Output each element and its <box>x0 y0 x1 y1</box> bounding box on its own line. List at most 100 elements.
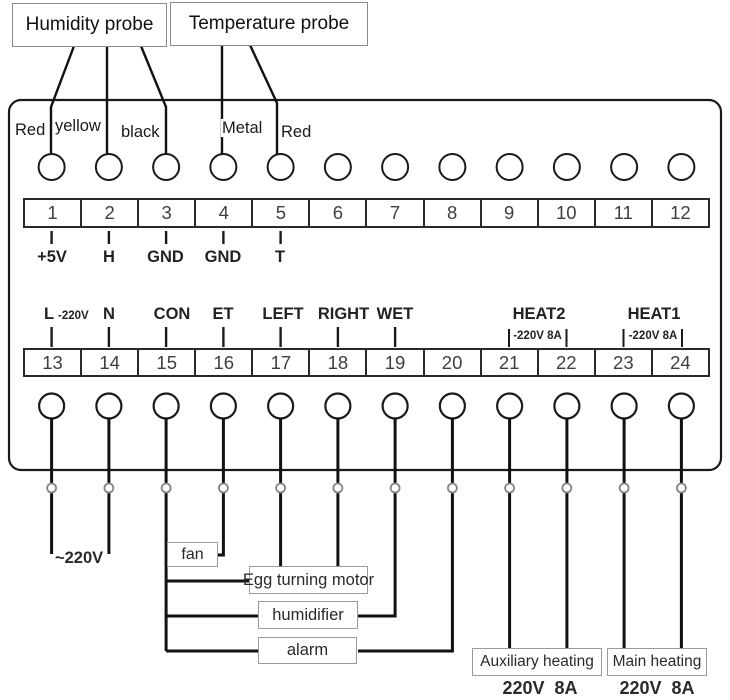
terminal-screw-14 <box>95 392 123 420</box>
terminal-cell-16: 16 <box>194 350 251 375</box>
terminal-screw-23 <box>610 392 638 420</box>
terminal-circles-bottom <box>38 392 695 420</box>
terminal-cell-6: 6 <box>308 200 365 226</box>
terminal-screw-8 <box>438 153 467 181</box>
terminal-screw-7 <box>381 153 410 181</box>
wire-label-black: black <box>120 123 161 142</box>
auxiliary-heating-label: Auxiliary heating <box>480 653 594 670</box>
pin-label-heat2: HEAT2 <box>512 305 566 323</box>
temperature-probe-label: Temperature probe <box>188 13 350 34</box>
terminal-screw-15 <box>152 392 180 420</box>
heat-rating-bars <box>508 329 683 347</box>
terminal-cell-5: 5 <box>251 200 308 226</box>
terminal-screw-4 <box>209 153 238 181</box>
pin-label-t: T <box>274 248 286 266</box>
terminal-screw-10 <box>552 153 581 181</box>
terminal-cell-11: 11 <box>593 200 651 226</box>
humidity-wire-red <box>49 45 76 155</box>
terminal-cell-1: 1 <box>47 202 58 223</box>
terminal-screw-3 <box>152 153 181 181</box>
pin-ticks-top <box>50 231 282 244</box>
terminal-cell-13: 13 <box>42 351 63 373</box>
connector-dot-24 <box>675 482 687 494</box>
pin-label-n: N <box>103 305 115 323</box>
humidifier-box: humidifier <box>258 601 358 629</box>
terminal-screw-12 <box>667 153 696 181</box>
terminal-screw-5 <box>266 153 295 181</box>
humidity-probe-box: Humidity probe <box>12 3 167 47</box>
connector-dot-23 <box>618 482 630 494</box>
pin-label-wet: WET <box>376 305 414 323</box>
connector-dot-18 <box>332 482 344 494</box>
connector-dot-17 <box>275 482 287 494</box>
auxiliary-heating-box: Auxiliary heating <box>472 648 602 676</box>
wire-label-metal: Metal <box>221 119 264 138</box>
wire-20-alarm <box>358 418 454 653</box>
terminal-screw-6 <box>323 153 352 181</box>
terminal-cell-9: 9 <box>479 200 537 226</box>
alarm-box: alarm <box>258 637 357 664</box>
humidifier-label: humidifier <box>272 605 344 624</box>
terminal-cell-19: 19 <box>365 350 422 375</box>
terminal-screw-2 <box>94 153 123 181</box>
terminal-screw-16 <box>209 392 237 420</box>
terminal-cell-17: 17 <box>251 350 308 375</box>
terminal-cell-10: 10 <box>536 200 594 226</box>
terminal-cell-21: 21 <box>479 350 537 375</box>
connector-dot-13 <box>46 482 58 494</box>
wire-16-fan <box>218 418 225 557</box>
alarm-label: alarm <box>286 641 329 659</box>
connector-dot-22 <box>561 482 573 494</box>
main-heating-box: Main heating <box>607 648 707 676</box>
terminal-cell-20: 20 <box>422 350 480 375</box>
terminal-cell-7: 7 <box>365 200 422 226</box>
terminal-cell-12: 12 <box>650 200 708 226</box>
wire-label-red2: Red <box>280 123 313 142</box>
fan-box: fan <box>167 542 218 567</box>
mains-voltage-label: ~220V <box>55 549 104 567</box>
terminal-screw-17 <box>267 392 295 420</box>
humidity-wire-black <box>139 45 168 155</box>
pin-label-gnd2: GND <box>204 248 242 266</box>
terminal-screw-18 <box>324 392 352 420</box>
terminal-cell-8: 8 <box>422 200 480 226</box>
connector-dot-21 <box>504 482 516 494</box>
terminal-cell-2: 2 <box>80 200 137 226</box>
probe-wires <box>49 44 279 156</box>
pin-ticks-bottom <box>50 327 397 347</box>
connector-dot-19 <box>389 482 401 494</box>
terminal-circles-top <box>37 153 696 181</box>
pin-label-right: RIGHT <box>317 305 370 323</box>
terminal-cell-24: 24 <box>650 350 708 375</box>
wire-label-red1: Red <box>14 121 47 140</box>
humidity-probe-label: Humidity probe <box>25 14 154 35</box>
terminal-screw-11 <box>610 153 639 181</box>
pin-label-gnd1: GND <box>147 248 184 266</box>
terminal-screw-24 <box>667 392 695 420</box>
fan-label: fan <box>181 545 204 563</box>
pin-label-con: CON <box>153 305 191 323</box>
main-heating-rating: 220V 8A <box>619 678 695 698</box>
terminal-cell-15: 15 <box>137 350 194 375</box>
temperature-probe-box: Temperature probe <box>170 2 368 46</box>
terminal-cell-22: 22 <box>536 350 594 375</box>
terminal-cell-18: 18 <box>308 350 365 375</box>
connector-dot-20 <box>446 482 458 494</box>
pin-label-heat1: HEAT1 <box>627 305 681 323</box>
terminal-screw-20 <box>438 392 466 420</box>
connector-dot-16 <box>217 482 229 494</box>
egg-turning-motor-label: Egg turning motor <box>242 570 375 589</box>
terminal-cell-23: 23 <box>593 350 651 375</box>
terminal-screw-9 <box>495 153 524 181</box>
output-wires <box>50 418 683 653</box>
wire-15-con-trunk <box>164 418 259 653</box>
terminal-screw-22 <box>553 392 581 420</box>
pin-label-left: LEFT <box>262 305 304 323</box>
temperature-wire-red <box>248 44 279 156</box>
pin-label-5v: +5V <box>37 248 67 266</box>
terminal-screw-1 <box>37 153 66 181</box>
main-heating-label: Main heating <box>612 653 702 670</box>
terminal-screw-21 <box>496 392 524 420</box>
